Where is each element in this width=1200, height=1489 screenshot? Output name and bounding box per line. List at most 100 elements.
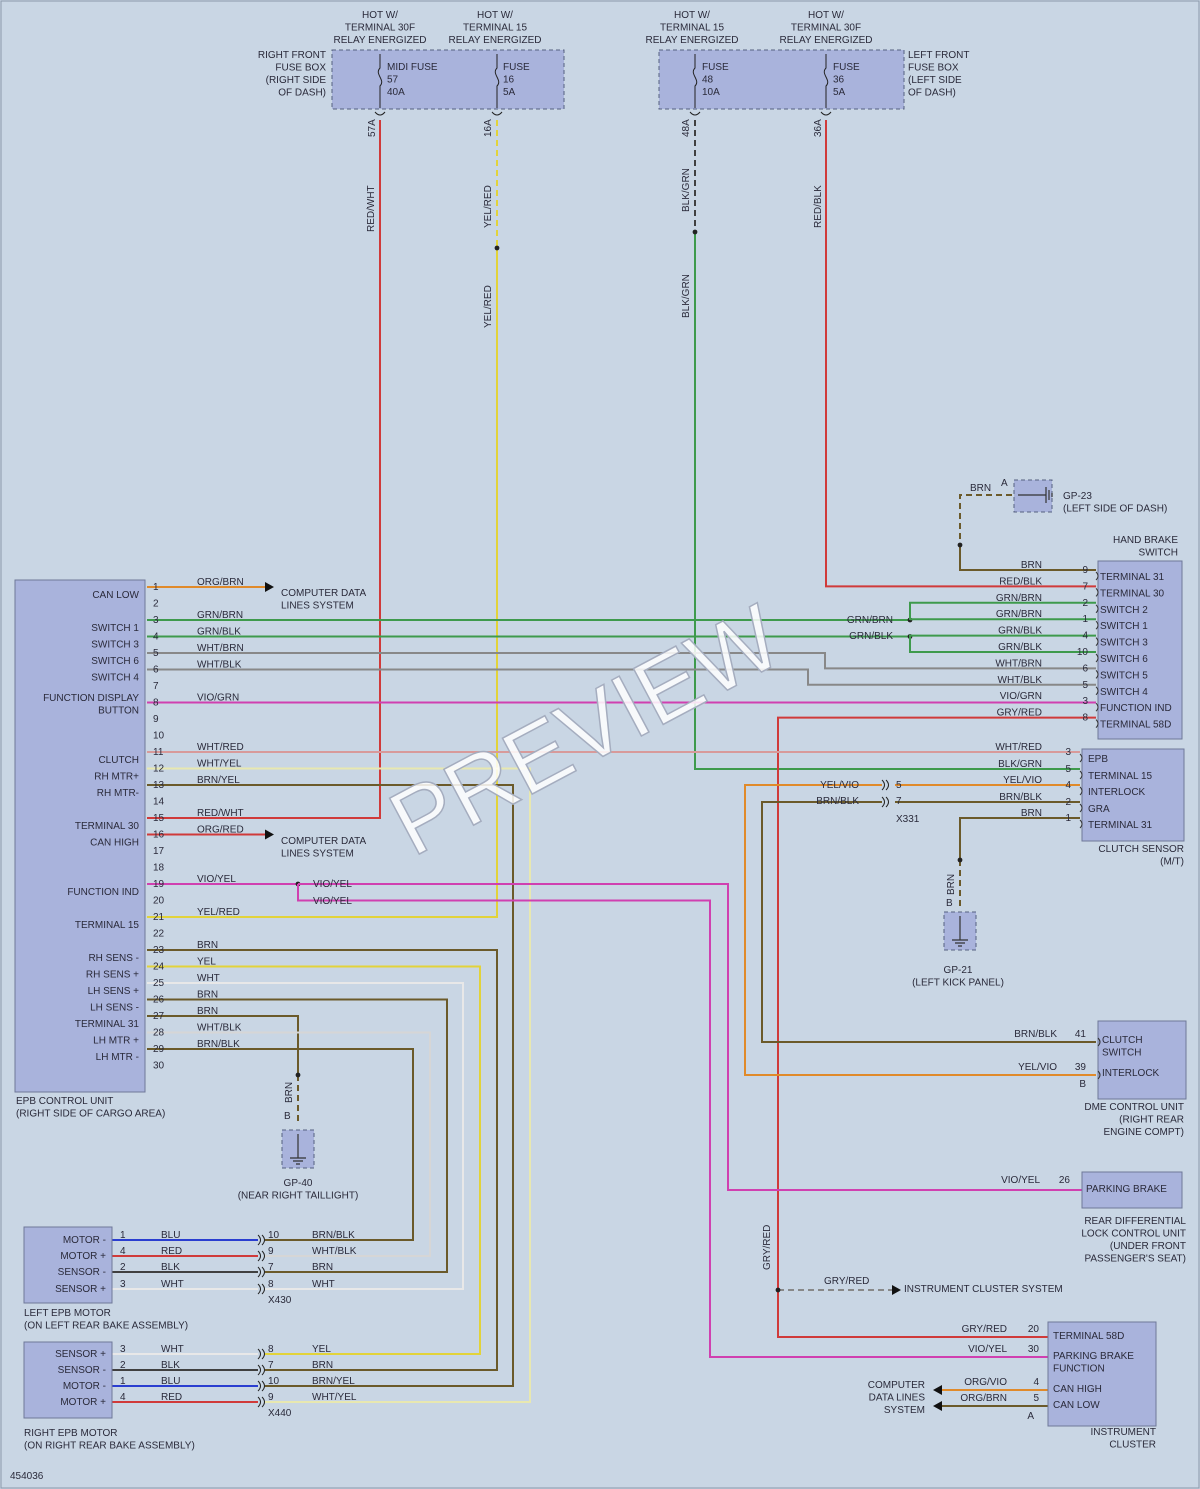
pin-number: 9 (268, 1392, 274, 1403)
pin-function: TERMINAL 31 (75, 1019, 140, 1030)
pin-number: 10 (268, 1376, 280, 1387)
pin-number: 20 (153, 896, 165, 907)
wire-label: BRN/BLK (1014, 1029, 1057, 1040)
wire (909, 636, 1096, 653)
wire-label: BRN (1021, 808, 1042, 819)
fuse-label: 5A (503, 87, 516, 98)
pin-number: 3 (120, 1344, 126, 1355)
pin-number: 4 (120, 1246, 126, 1257)
ground-icon (290, 1134, 306, 1165)
component-name: PASSENGER'S SEAT) (1084, 1254, 1186, 1265)
pin-number: 7 (1082, 581, 1088, 592)
pin-function: CAN LOW (92, 590, 139, 601)
pin-function: FUNCTION (1053, 1364, 1105, 1375)
pin-function: GRA (1088, 804, 1110, 815)
hot-label: RELAY ENERGIZED (780, 35, 873, 46)
wire-label: YEL/RED (483, 285, 494, 328)
wire (147, 652, 1096, 670)
wire-label: BRN (197, 990, 218, 1001)
right-epb-motor (23, 1341, 113, 1419)
pin-function: TERMINAL 15 (1088, 771, 1153, 782)
fuse-box-label: FUSE BOX (908, 63, 959, 74)
wire-label: WHT/RED (995, 742, 1042, 753)
connector-pin-icon (257, 1250, 265, 1262)
terminal-icon (1095, 620, 1099, 630)
hot-label: RELAY ENERGIZED (334, 35, 427, 46)
pin-number: 9 (1082, 565, 1088, 576)
clutch-sensor (1081, 748, 1185, 842)
arrow-icon (892, 1285, 901, 1295)
connector-x331-icon (881, 779, 889, 808)
component-name: DME CONTROL UNIT (1084, 1102, 1184, 1113)
wire (147, 248, 498, 918)
wire-label: BLK (161, 1360, 180, 1371)
pin-number: 10 (268, 1230, 280, 1241)
pin-function: TERMINAL 58D (1100, 720, 1171, 731)
wire-label: BLU (161, 1230, 180, 1241)
wire-label: RED (161, 1246, 182, 1257)
wire (744, 784, 1096, 1076)
connector-pin-icon (257, 1266, 265, 1278)
fuse-label: FUSE (702, 62, 729, 73)
wire (147, 949, 498, 1371)
instrument-cluster (1047, 1321, 1157, 1427)
pin-number: 9 (268, 1246, 274, 1257)
fuse-box-label: (LEFT SIDE (908, 75, 962, 86)
pin-number: 2 (1082, 598, 1088, 609)
pin-function: RH SENS - (88, 953, 139, 964)
pin-function: SWITCH 1 (1100, 621, 1148, 632)
connector-pin: B (946, 898, 953, 909)
pin-function: RH MTR- (97, 788, 139, 799)
terminal-icon (1079, 786, 1083, 796)
system-label: INSTRUMENT CLUSTER SYSTEM (904, 1284, 1063, 1295)
rear-differential-lock-unit (1081, 1171, 1183, 1209)
pin-number: 13 (153, 780, 165, 791)
pin-function: PARKING BRAKE (1053, 1351, 1134, 1362)
fuse-48-icon (692, 54, 698, 108)
fuse-label: 48 (702, 75, 714, 86)
pin-function: PARKING BRAKE (1086, 1184, 1167, 1195)
component-name: (M/T) (1160, 857, 1184, 868)
wire-label: GRN/BRN (197, 610, 243, 621)
component-name: CLUSTER (1109, 1440, 1156, 1451)
wire-label: GRN/BRN (996, 609, 1042, 620)
pin-number: 30 (153, 1061, 165, 1072)
pin-function: SWITCH 1 (91, 623, 139, 634)
ground-label: GP-21 (944, 965, 973, 976)
pin-function: LH SENS - (90, 1003, 139, 1014)
system-label: SYSTEM (884, 1405, 925, 1416)
pin-function: RH SENS + (86, 970, 139, 981)
wire-label: BRN/BLK (197, 1039, 240, 1050)
pin-number: 5 (153, 648, 159, 659)
wire (147, 668, 1096, 686)
wire-label: RED/BLK (999, 576, 1042, 587)
ground-label: GP-23 (1063, 491, 1092, 502)
wire-label: YEL/VIO (1003, 775, 1042, 786)
pin-number: 14 (153, 797, 165, 808)
hot-label: RELAY ENERGIZED (646, 35, 739, 46)
epb-control-unit (14, 579, 146, 1093)
terminal-icon (1095, 571, 1099, 581)
pin-label: 48A (681, 119, 692, 137)
pin-number: 4 (153, 632, 159, 643)
pin-function: SENSOR + (55, 1284, 106, 1295)
connector-id: X440 (268, 1408, 292, 1419)
ground-icon (952, 916, 968, 947)
wire-label: VIO/YEL (197, 874, 236, 885)
pin-number: 2 (153, 599, 159, 610)
pin-number: 16 (153, 830, 165, 841)
wire (909, 634, 1096, 637)
pin-number: 6 (153, 665, 159, 676)
splice-dot (494, 245, 500, 251)
component-name: HAND BRAKE (1113, 535, 1178, 546)
diagram-id: 454036 (10, 1471, 44, 1482)
component-name: (UNDER FRONT (1110, 1241, 1186, 1252)
terminal-icon (374, 111, 386, 116)
pin-function: SWITCH (1102, 1048, 1141, 1059)
wire-label: VIO/GRN (197, 693, 239, 704)
wire (825, 120, 1096, 588)
wire-label: YEL/VIO (820, 780, 859, 791)
pin-number: 2 (120, 1360, 126, 1371)
ground-label: (LEFT SIDE OF DASH) (1063, 504, 1167, 515)
pin-function: SWITCH 4 (1100, 687, 1148, 698)
